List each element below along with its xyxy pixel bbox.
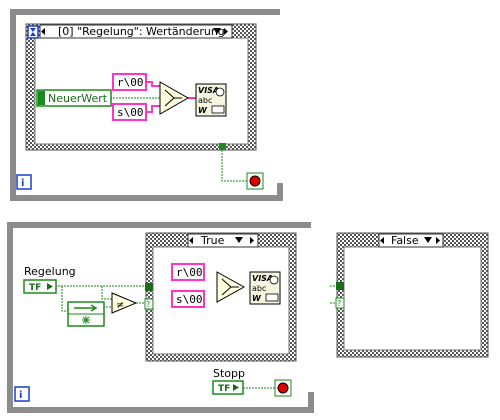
not-equal-glyph: ≠: [116, 300, 124, 311]
selector-dropdown-icon[interactable]: [213, 28, 221, 34]
case-false-tunnel: [336, 282, 344, 290]
stopp-label: Stopp: [213, 367, 245, 380]
regelung-box: [23, 279, 57, 294]
visa-top-l3: W: [198, 106, 208, 115]
not-equal-function[interactable]: ≠: [111, 292, 138, 314]
string-wire-r: [145, 81, 161, 87]
iteration-top-label: i: [21, 178, 24, 189]
neuerwert-marker: [38, 91, 45, 105]
string-wire-s: [145, 105, 161, 113]
select-glyph-top: [164, 89, 182, 107]
bool-wire-to-shift: [61, 286, 68, 312]
regelung-tf: TF: [29, 283, 41, 293]
case-false-prev-icon[interactable]: [380, 237, 384, 244]
const-s-bottom-text: s\00: [176, 293, 203, 306]
case-true-prev-icon[interactable]: [189, 237, 193, 244]
stopp-terminal[interactable]: TF: [212, 380, 244, 395]
const-s-top-box: [112, 103, 147, 121]
selector-next-icon[interactable]: [224, 28, 228, 35]
regelung-arrow-icon: [47, 283, 53, 290]
visa-bottom-clock-icon: [269, 275, 279, 285]
hourglass-glyph: [30, 28, 36, 36]
top-while-loop[interactable]: [10, 9, 283, 201]
bool-wire-to-neq: [101, 286, 112, 300]
stopp-box: [212, 380, 244, 395]
case-true-selector-q: ?: [146, 300, 150, 309]
iteration-top-box: [16, 174, 32, 190]
case-true-dropdown-icon[interactable]: [235, 237, 243, 243]
const-s-top-text: s\00: [117, 106, 144, 119]
neuerwert-terminal[interactable]: NeuerWert: [36, 89, 112, 107]
iteration-bottom-label: i: [19, 390, 22, 401]
visa-top-l1: VISA: [198, 86, 219, 95]
event-case-selector[interactable]: [39, 24, 233, 39]
const-r-bottom[interactable]: r\00: [171, 263, 205, 281]
stop-bottom-icon: [277, 382, 289, 394]
case-true-tunnel: [145, 283, 153, 291]
top-loop-border: [10, 9, 283, 201]
regelung-label: Regelung: [24, 265, 76, 278]
select-function-bottom[interactable]: [216, 271, 246, 303]
stop-terminal-top[interactable]: [246, 172, 264, 190]
case-false-inner: [343, 246, 482, 351]
case-true-selector-terminal: [144, 298, 154, 310]
visa-write-bottom[interactable]: VISA abc W: [249, 271, 281, 305]
bottom-loop-border: [7, 222, 314, 413]
select-glyph-bottom: [221, 278, 239, 296]
event-case-selector-label: [0] "Regelung": Wertänderung: [58, 25, 225, 38]
case-false-next-icon[interactable]: [436, 237, 440, 244]
selector-prev-icon[interactable]: [41, 28, 45, 35]
stopp-arrow-icon: [233, 384, 239, 391]
not-equal-triangle: [111, 292, 138, 314]
feedback-arrow-icon: [74, 304, 98, 312]
case-structure-false[interactable]: False ?: [330, 232, 489, 358]
case-false-selector-q: ?: [337, 299, 341, 308]
select-function-top[interactable]: [159, 81, 190, 115]
const-s-top[interactable]: s\00: [112, 103, 147, 121]
neuerwert-box: [36, 89, 112, 107]
feedback-node[interactable]: [67, 301, 105, 327]
iteration-bottom: i: [14, 386, 30, 402]
top-bool-tunnel: [219, 143, 226, 150]
iteration-top: i: [16, 174, 32, 190]
const-r-top[interactable]: r\00: [112, 73, 147, 91]
stop-terminal-bottom[interactable]: [274, 379, 292, 397]
regelung-terminal[interactable]: TF: [23, 279, 57, 294]
stopp-tf: TF: [218, 384, 230, 394]
case-false-dropdown-icon[interactable]: [424, 237, 432, 243]
stop-top-icon: [249, 175, 261, 187]
case-true-next-icon[interactable]: [250, 237, 254, 244]
visa-bottom-io-icon: [265, 293, 279, 302]
visa-bottom-l2: abc: [252, 284, 266, 293]
const-r-top-text: r\00: [117, 76, 144, 89]
case-false-selector-terminal: [335, 297, 345, 309]
bottom-while-loop[interactable]: [7, 222, 314, 413]
case-true-label: True: [200, 234, 225, 247]
feedback-init-icon: [82, 316, 90, 324]
visa-write-top[interactable]: VISA abc W: [195, 83, 227, 117]
visa-bottom-l3: W: [252, 294, 262, 303]
neuerwert-label: NeuerWert: [48, 92, 108, 105]
const-r-top-box: [112, 73, 147, 91]
visa-top-l2: abc: [198, 96, 212, 105]
top-wires: [110, 81, 248, 182]
case-false-label: False: [391, 234, 419, 247]
const-s-bottom-box: [171, 290, 205, 308]
hourglass-icon: [27, 25, 39, 39]
visa-top-io-icon: [211, 105, 225, 114]
bool-wire-stop-top: [221, 150, 248, 182]
const-s-bottom[interactable]: s\00: [171, 290, 205, 308]
visa-bottom-l1: VISA: [252, 274, 273, 283]
visa-top-clock-icon: [215, 87, 225, 97]
iteration-bottom-box: [14, 386, 30, 402]
const-r-bottom-text: r\00: [176, 266, 203, 279]
const-r-bottom-box: [171, 263, 205, 281]
